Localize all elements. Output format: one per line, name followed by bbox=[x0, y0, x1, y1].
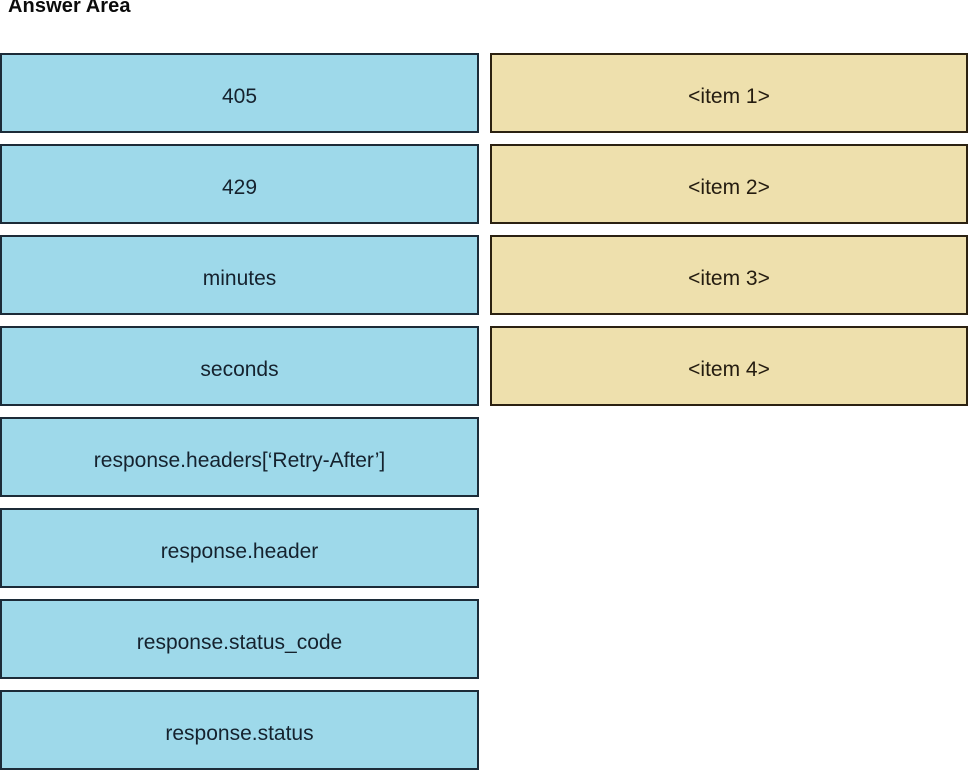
draggable-option-response-headers-retry-after[interactable]: response.headers[‘Retry-After’] bbox=[0, 417, 479, 497]
answer-dropzone-item-1[interactable]: <item 1> bbox=[490, 53, 968, 133]
draggable-options-column: 405 429 minutes seconds response.headers… bbox=[0, 53, 479, 781]
draggable-option-label: response.headers[‘Retry-After’] bbox=[93, 449, 386, 472]
draggable-option-minutes[interactable]: minutes bbox=[0, 235, 479, 315]
draggable-option-response-status[interactable]: response.status bbox=[0, 690, 479, 770]
page-title: Answer Area bbox=[8, 0, 131, 17]
draggable-option-label: seconds bbox=[200, 358, 279, 381]
draggable-option-label: minutes bbox=[202, 267, 277, 290]
draggable-option-response-status-code[interactable]: response.status_code bbox=[0, 599, 479, 679]
answer-dropzone-label: <item 2> bbox=[688, 176, 770, 199]
draggable-option-seconds[interactable]: seconds bbox=[0, 326, 479, 406]
draggable-option-label: 429 bbox=[221, 176, 258, 199]
draggable-option-429[interactable]: 429 bbox=[0, 144, 479, 224]
answer-dropzone-label: <item 3> bbox=[688, 267, 770, 290]
answer-dropzone-label: <item 4> bbox=[688, 358, 770, 381]
draggable-option-label: response.status bbox=[165, 722, 314, 745]
draggable-option-response-header[interactable]: response.header bbox=[0, 508, 479, 588]
draggable-option-405[interactable]: 405 bbox=[0, 53, 479, 133]
draggable-option-label: response.status_code bbox=[136, 631, 343, 654]
draggable-option-label: 405 bbox=[221, 85, 258, 108]
draggable-option-label: response.header bbox=[160, 540, 319, 563]
answer-dropzone-item-3[interactable]: <item 3> bbox=[490, 235, 968, 315]
answer-dropzone-item-2[interactable]: <item 2> bbox=[490, 144, 968, 224]
answer-dropzones-column: <item 1> <item 2> <item 3> <item 4> bbox=[490, 53, 968, 417]
answer-dropzone-label: <item 1> bbox=[688, 85, 770, 108]
answer-dropzone-item-4[interactable]: <item 4> bbox=[490, 326, 968, 406]
